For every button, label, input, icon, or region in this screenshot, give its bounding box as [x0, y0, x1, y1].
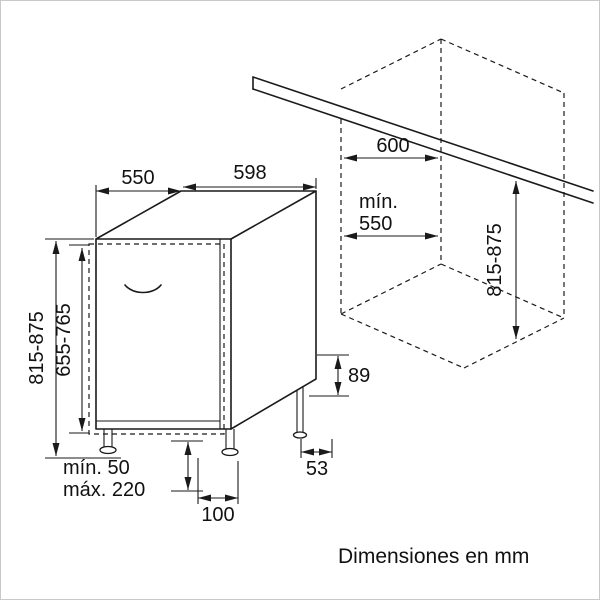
dimension-arrows [52, 154, 520, 502]
dim-plinth-min-label: mín. 50 [63, 457, 130, 479]
dim-height-left-label: 815-875 [26, 311, 48, 384]
dim-niche-depth-min-label-line1: mín. [359, 191, 398, 213]
niche-floor-front-right-edge [463, 317, 565, 369]
niche-floor-hidden-right-edge [440, 263, 565, 319]
front-right-foot-pad [221, 447, 239, 457]
furniture-panel-dashed [88, 243, 225, 435]
niche-dashed-outline [340, 38, 565, 369]
rear-foot-leg [296, 387, 304, 432]
dim-depth-top-label: 550 [121, 167, 154, 189]
dim-rear-foot-offset-label: 53 [306, 458, 328, 480]
dim-niche-width-label: 600 [376, 135, 409, 157]
countertop [252, 76, 594, 204]
dim-front-foot-offset-label: 100 [201, 504, 234, 526]
niche-floor-hidden-left-edge [340, 263, 442, 315]
rear-foot-pad [292, 431, 308, 439]
front-right-foot-leg [225, 429, 235, 449]
dim-door-height-label: 655-765 [53, 303, 75, 376]
units-caption: Dimensiones en mm [338, 545, 529, 568]
niche-floor-front-left-edge [340, 313, 465, 369]
side-face [230, 190, 317, 430]
adjustable-feet [99, 387, 308, 457]
extension-lines [45, 178, 349, 504]
front-left-foot-pad [99, 445, 117, 455]
niche-top-right-edge [440, 38, 565, 94]
dim-niche-depth-min-label-line2: 550 [359, 213, 392, 235]
niche-top-left-edge [340, 38, 442, 90]
countertop-top-edge [252, 76, 594, 192]
dim-rear-foot-height-label: 89 [348, 365, 370, 387]
countertop-bottom-edge [252, 88, 594, 204]
dishwasher-body [88, 190, 317, 435]
dim-niche-height-right-label: 815-875 [484, 223, 506, 296]
dim-plinth-max-label: máx. 220 [63, 479, 145, 501]
door-handle [124, 284, 162, 294]
top-face [95, 190, 317, 240]
dim-width-top-label: 598 [233, 162, 266, 184]
dimension-labels: 550 598 600 mín. 550 815-875 655-765 815… [26, 135, 506, 526]
front-left-foot-leg [103, 429, 113, 447]
front-face [95, 238, 232, 430]
